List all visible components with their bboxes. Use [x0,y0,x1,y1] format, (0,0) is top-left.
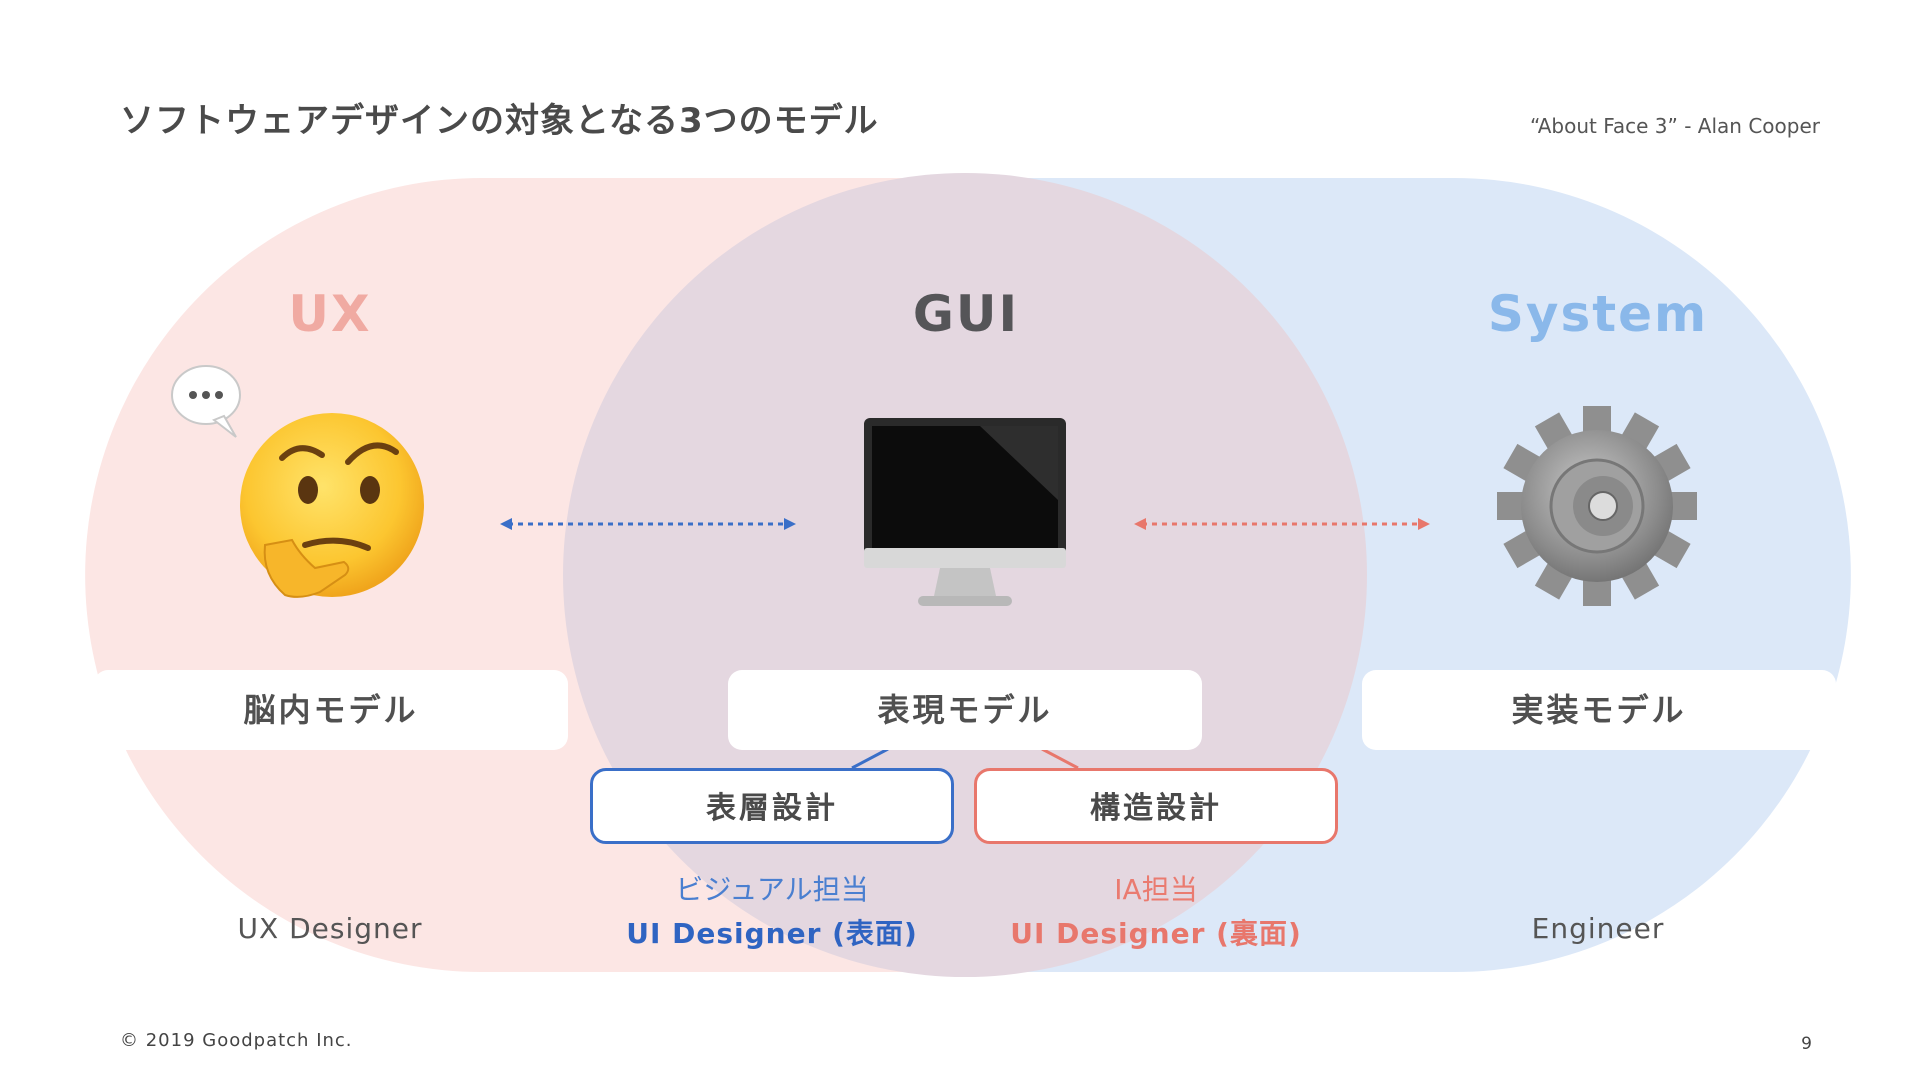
slide-title: ソフトウェアデザインの対象となる3つのモデル [120,101,879,141]
copyright: © 2019 Goodpatch Inc. [120,1030,353,1051]
connector-surface [851,747,889,770]
ux-gui-arrow [500,518,796,530]
system-column-title: System [1487,285,1709,343]
connector-structure [1041,747,1079,770]
gui-system-arrow [1134,518,1430,530]
ui-designer-surface-role: UI Designer (表面) [626,917,918,950]
ux-designer-role: UX Designer [237,912,423,945]
ux-column-title: UX [288,285,372,343]
visual-role-note: ビジュアル担当 [675,873,869,906]
citation: “About Face 3” - Alan Cooper [1529,114,1820,138]
ui-designer-back-role: UI Designer (裏面) [1010,917,1302,950]
desktop-computer-icon [864,418,1066,606]
page-number: 9 [1801,1034,1812,1054]
gear-icon [1497,406,1697,606]
thinking-face-icon [171,365,424,598]
structure-design-box: 構造設計 [974,768,1338,844]
implementation-model-box: 実装モデル [1362,670,1836,750]
gui-column-title: GUI [912,285,1020,343]
ia-role-note: IA担当 [1114,873,1198,906]
engineer-role: Engineer [1531,912,1665,945]
represented-model-box: 表現モデル [728,670,1202,750]
mental-model-box: 脳内モデル [94,670,568,750]
surface-design-box: 表層設計 [590,768,954,844]
